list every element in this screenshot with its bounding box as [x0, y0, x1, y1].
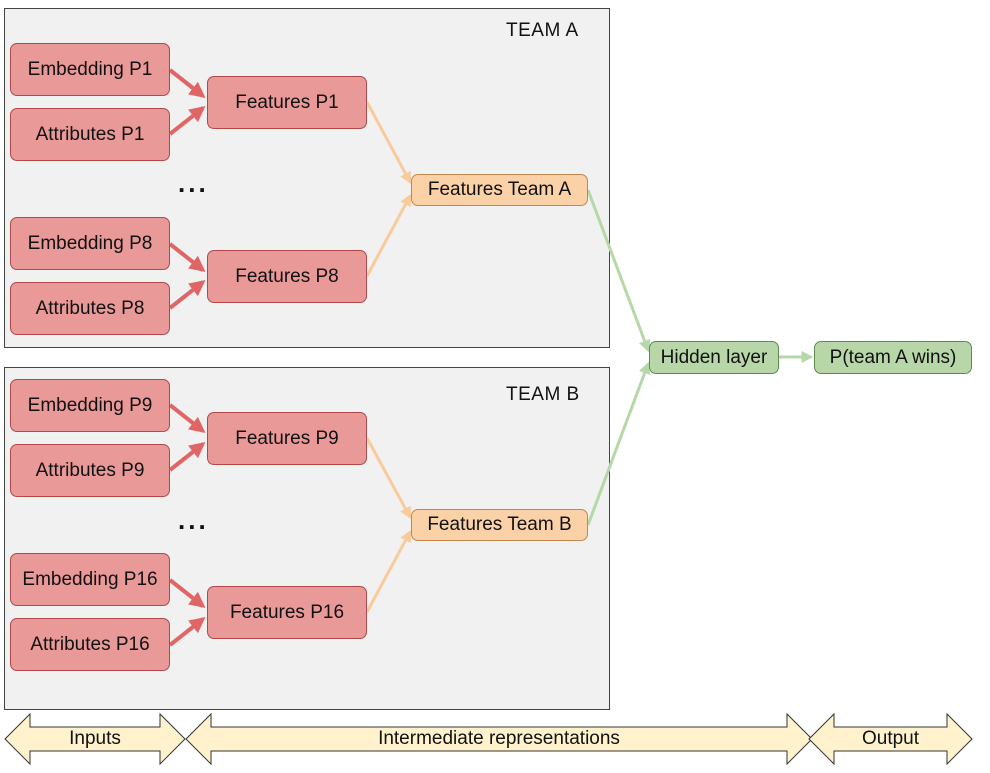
attributes-p8-node[interactable]: Attributes P8: [10, 282, 170, 335]
attributes-p9-node[interactable]: Attributes P9: [10, 444, 170, 497]
attributes-p16-node[interactable]: Attributes P16: [10, 618, 170, 671]
features-team-b-node[interactable]: Features Team B: [411, 509, 588, 541]
stage-inputs-label: Inputs: [69, 728, 121, 749]
stage-output-label: Output: [861, 728, 920, 749]
output-node[interactable]: P(team A wins): [814, 341, 972, 374]
hidden-layer-node[interactable]: Hidden layer: [649, 341, 779, 374]
ellipsis-team-a: ...: [178, 168, 209, 198]
embedding-p8-node[interactable]: Embedding P8: [10, 217, 170, 270]
band-output: [808, 712, 973, 766]
features-p8-node[interactable]: Features P8: [207, 250, 367, 303]
arrow-features-p1: [365, 101, 412, 185]
arrow-embedding-p1: [168, 68, 206, 98]
arrow-embedding-p9: [168, 403, 206, 433]
arrow-embedding-p8: [168, 242, 206, 272]
arrow-attributes-p8: [168, 280, 206, 310]
features-p16-node[interactable]: Features P16: [207, 586, 367, 639]
arrow-team-a: [586, 189, 651, 353]
arrow-attributes-p16: [168, 617, 206, 647]
ellipsis-team-b: ...: [178, 505, 209, 535]
features-p1-node[interactable]: Features P1: [207, 76, 367, 129]
team-b-label: TEAM B: [506, 384, 580, 405]
arrow-team-b: [586, 361, 651, 526]
embedding-p1-node[interactable]: Embedding P1: [10, 43, 170, 96]
features-p9-node[interactable]: Features P9: [207, 412, 367, 465]
arrow-embedding-p16: [168, 578, 206, 608]
embedding-p16-node[interactable]: Embedding P16: [10, 553, 170, 606]
team-a-label: TEAM A: [506, 20, 579, 41]
arrow-attributes-p9: [168, 442, 206, 472]
embedding-p9-node[interactable]: Embedding P9: [10, 379, 170, 432]
stage-intermediate-label: Intermediate representations: [378, 728, 620, 749]
arrow-attributes-p1: [168, 106, 206, 136]
arrow-features-p16: [365, 529, 412, 613]
arrow-features-p9: [365, 437, 412, 520]
arrow-features-p8: [365, 193, 412, 277]
attributes-p1-node[interactable]: Attributes P1: [10, 108, 170, 161]
features-team-a-node[interactable]: Features Team A: [411, 174, 588, 206]
band-inputs: [4, 712, 186, 766]
